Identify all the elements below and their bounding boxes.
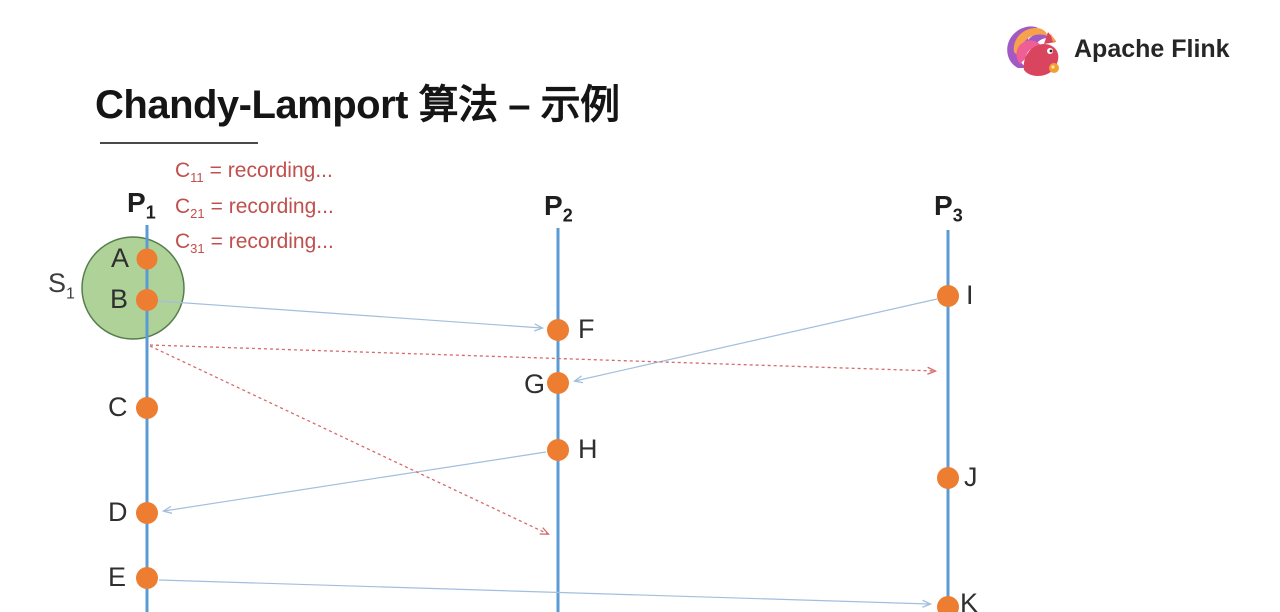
event-dot-C bbox=[136, 397, 158, 419]
annotation-c21: C21= recording... bbox=[175, 194, 334, 221]
apache-flink-logo: Apache Flink bbox=[1004, 14, 1264, 84]
marker-P1-to-P2 bbox=[149, 345, 550, 535]
page-title: Chandy-Lamport 算法 – 示例 bbox=[95, 83, 620, 127]
brand-name: Apache Flink bbox=[1074, 34, 1230, 63]
event-label-D: D bbox=[108, 497, 128, 527]
event-dot-A bbox=[136, 248, 158, 270]
event-label-F: F bbox=[578, 314, 595, 344]
event-dot-B bbox=[136, 289, 158, 311]
message-E-to-K bbox=[158, 579, 933, 608]
marker-P1-to-P3 bbox=[149, 344, 938, 375]
event-label-I: I bbox=[966, 280, 974, 310]
event-label-K: K bbox=[960, 588, 979, 612]
event-dot-G bbox=[547, 372, 569, 394]
event-label-A: A bbox=[111, 243, 130, 273]
event-dot-K bbox=[937, 596, 959, 612]
event-label-C: C bbox=[108, 392, 128, 422]
channel-annotations: C11= recording... C21= recording... C31=… bbox=[175, 157, 334, 264]
snapshot-label: S1 bbox=[48, 268, 75, 303]
process-label-p3: P3 bbox=[934, 190, 963, 226]
event-dot-H bbox=[547, 439, 569, 461]
process-label-p2: P2 bbox=[544, 190, 573, 226]
annotation-c11: C11= recording... bbox=[175, 159, 333, 186]
event-label-B: B bbox=[110, 284, 129, 314]
event-dot-J bbox=[937, 467, 959, 489]
title-underline bbox=[100, 142, 258, 144]
message-H-to-D bbox=[161, 451, 547, 514]
event-label-J: J bbox=[964, 462, 978, 492]
process-label-p1: P1 bbox=[127, 187, 156, 223]
message-I-to-G bbox=[572, 298, 938, 384]
event-label-H: H bbox=[578, 434, 598, 464]
event-dot-D bbox=[136, 502, 158, 524]
snapshot-circle bbox=[81, 236, 185, 340]
event-label-E: E bbox=[108, 562, 127, 592]
annotation-c31: C31= recording... bbox=[175, 230, 334, 257]
event-dot-E bbox=[136, 567, 158, 589]
event-dot-F bbox=[547, 319, 569, 341]
event-dot-I bbox=[937, 285, 959, 307]
message-B-to-F bbox=[157, 300, 545, 332]
event-label-G: G bbox=[524, 369, 546, 399]
flink-squirrel-icon bbox=[1007, 26, 1059, 76]
